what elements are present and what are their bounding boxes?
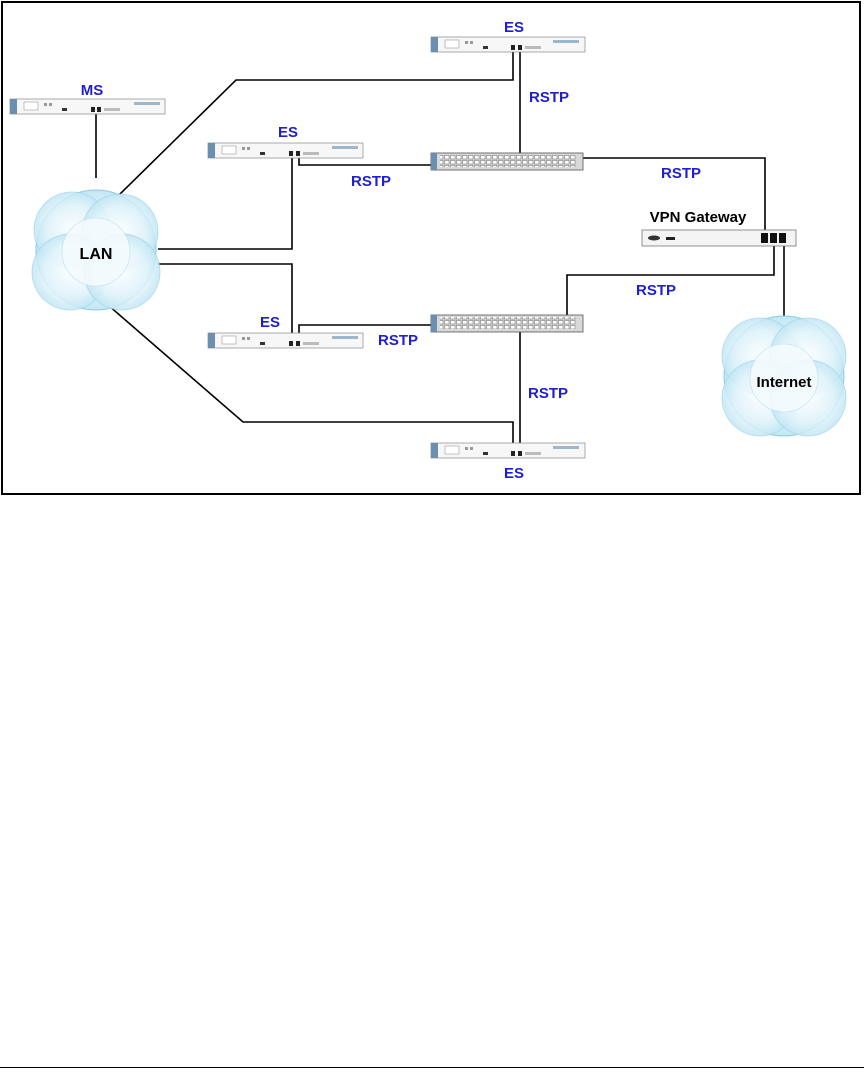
link-es-mid-core1 <box>298 157 432 166</box>
vpn-gateway <box>641 229 797 247</box>
rstp-label-vpn-upper: RSTP <box>661 165 701 182</box>
rstp-label-vpn-lower: RSTP <box>636 282 676 299</box>
rstp-label-top: RSTP <box>529 89 569 106</box>
link-core1-vpn <box>582 157 766 232</box>
vpn-gateway-label: VPN Gateway <box>650 209 747 226</box>
link-lan-es-bottom <box>107 304 514 452</box>
es-bottom-label: ES <box>504 465 524 482</box>
es-low-label: ES <box>260 314 280 331</box>
link-lan-es-mid <box>158 157 293 250</box>
core-switch-1 <box>430 152 584 171</box>
es-top-label: ES <box>504 19 524 36</box>
internet-label: Internet <box>756 374 811 391</box>
lan-label: LAN <box>80 246 113 263</box>
link-core2-vpn <box>566 246 775 318</box>
diagram-frame <box>1 1 861 495</box>
rstp-label-bottom: RSTP <box>528 385 568 402</box>
ms-switch <box>9 98 166 115</box>
connections <box>95 50 785 452</box>
link-lan-es-top <box>117 50 514 197</box>
rstp-label-low: RSTP <box>378 332 418 349</box>
lan-cloud: LAN <box>31 189 161 311</box>
internet-cloud: Internet <box>721 315 847 437</box>
rstp-label-mid: RSTP <box>351 173 391 190</box>
es-switch-top <box>430 36 586 53</box>
ms-label: MS <box>81 82 104 99</box>
link-lan-es-low <box>158 263 293 340</box>
es-switch-bottom <box>430 442 586 459</box>
es-mid-label: ES <box>278 124 298 141</box>
page-bottom-rule <box>0 1067 864 1068</box>
es-switch-mid <box>207 142 364 159</box>
core-switch-2 <box>430 314 584 333</box>
es-switch-low <box>207 332 364 349</box>
